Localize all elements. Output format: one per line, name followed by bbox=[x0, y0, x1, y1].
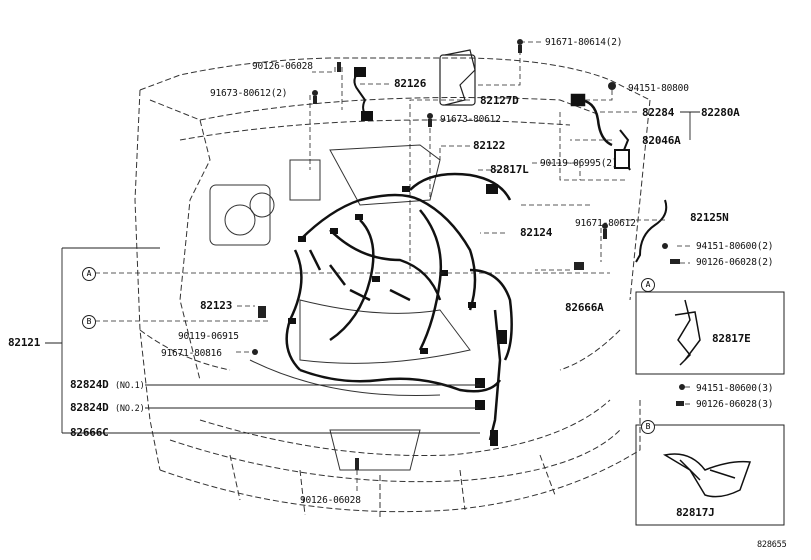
label-90126-06028-top: 90126-06028 bbox=[252, 61, 313, 72]
label-82122: 82122 bbox=[473, 139, 506, 152]
label-no2: (NO.2) bbox=[114, 404, 145, 414]
car-body-outline bbox=[134, 57, 651, 520]
label-90126-06028-bottom: 90126-06028 bbox=[300, 495, 361, 506]
label-94151-80600-2: 94151-80600(2) bbox=[696, 241, 774, 252]
component-82126 bbox=[353, 67, 373, 121]
detail-box-a bbox=[635, 291, 785, 375]
label-94151-80600-3: 94151-80600(3) bbox=[696, 383, 774, 394]
label-90126-06028-3: 90126-06028(3) bbox=[696, 399, 774, 410]
label-90119-06915: 90119-06915 bbox=[178, 331, 239, 342]
label-82666C: 82666C bbox=[70, 426, 109, 439]
label-91671-80614: 91671-80614(2) bbox=[545, 37, 623, 48]
label-82824D-2: 82824D (NO.2) bbox=[70, 402, 145, 415]
label-82124: 82124 bbox=[520, 226, 553, 239]
component-82284 bbox=[570, 93, 613, 147]
label-91671-80612: 91671-80612 bbox=[575, 218, 636, 229]
label-82046A: 82046A bbox=[642, 134, 681, 147]
label-91671-80816: 91671-80816 bbox=[161, 348, 222, 359]
label-82824D-2-text: 82824D bbox=[70, 401, 109, 414]
detail-box-b bbox=[635, 424, 785, 526]
label-no1: (NO.1) bbox=[114, 381, 145, 391]
component-82125N bbox=[635, 199, 668, 263]
label-82126: 82126 bbox=[394, 77, 427, 90]
detail-a-marker: A bbox=[641, 278, 655, 292]
label-82817J: 82817J bbox=[676, 506, 715, 519]
label-90126-06028-2: 90126-06028(2) bbox=[696, 257, 774, 268]
callout-a-marker: A bbox=[82, 267, 96, 281]
label-82280A: 82280A bbox=[701, 106, 740, 119]
label-90119-06995: 90119-06995(2) bbox=[540, 158, 618, 169]
engine-block bbox=[209, 144, 471, 471]
detail-b-marker: B bbox=[641, 420, 655, 434]
label-82284: 82284 bbox=[642, 106, 675, 119]
label-82123: 82123 bbox=[200, 299, 233, 312]
fasteners bbox=[252, 39, 685, 470]
diagram-code: 828655 bbox=[757, 540, 787, 550]
label-82817L: 82817L bbox=[490, 163, 529, 176]
label-91673-80612: 91673-80612 bbox=[440, 114, 501, 125]
main-wire-harness bbox=[285, 172, 513, 441]
leader-lines bbox=[95, 41, 690, 492]
label-82127D: 82127D bbox=[480, 94, 519, 107]
component-82046A bbox=[614, 129, 631, 171]
solid-leaders bbox=[45, 111, 700, 434]
label-91673-80612-2: 91673-80612(2) bbox=[210, 88, 288, 99]
label-82125N: 82125N bbox=[690, 211, 729, 224]
label-82824D-1: 82824D (NO.1) bbox=[70, 379, 145, 392]
label-82666A: 82666A bbox=[565, 301, 604, 314]
label-82824D-1-text: 82824D bbox=[70, 378, 109, 391]
component-82817E bbox=[674, 299, 701, 366]
label-82121: 82121 bbox=[8, 336, 41, 349]
label-94151-80800: 94151-80800 bbox=[628, 83, 689, 94]
callout-b-marker: B bbox=[82, 315, 96, 329]
component-82817J bbox=[662, 453, 752, 498]
component-82127D bbox=[439, 49, 476, 106]
label-82817E: 82817E bbox=[712, 332, 751, 345]
